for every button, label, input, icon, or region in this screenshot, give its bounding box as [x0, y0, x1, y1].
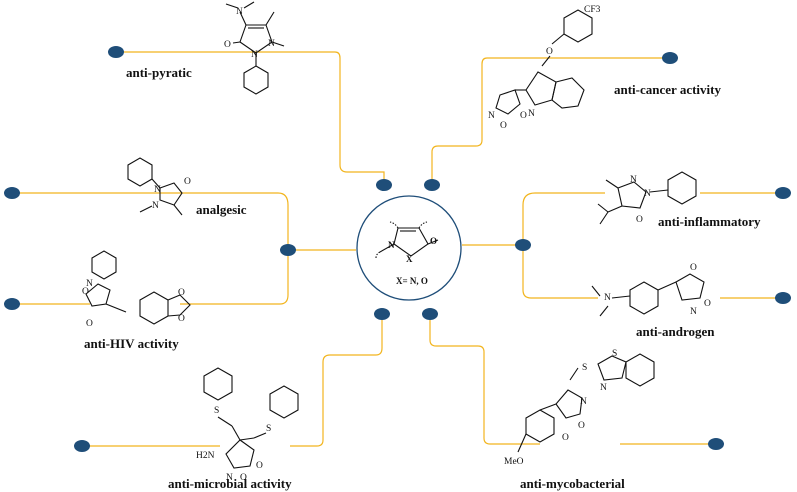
svg-text:N: N — [604, 293, 611, 303]
central-core: N X O X= N, O — [356, 195, 462, 301]
structure-anti-cancer: CF3 O N N O O — [488, 5, 601, 131]
label-anti-inflammatory: anti-inflammatory — [658, 214, 761, 229]
svg-text:O: O — [546, 47, 553, 57]
node-anti-microbial-end — [74, 440, 90, 452]
svg-text:O: O — [178, 314, 185, 324]
core-n-atom: N — [388, 240, 395, 250]
svg-text:N: N — [226, 473, 233, 483]
structure-analgesic: O N N — [127, 157, 191, 216]
svg-text:O: O — [636, 215, 643, 225]
core-x-atom: X — [406, 254, 413, 264]
svg-text:O: O — [690, 263, 697, 273]
svg-text:S: S — [266, 424, 271, 434]
svg-text:N: N — [600, 383, 607, 393]
node-anti-androgen-end — [775, 292, 791, 304]
node-anti-cancer — [662, 52, 678, 64]
node-bottom-left-center — [374, 308, 390, 320]
structure-anti-pyratic: N O N N — [224, 1, 285, 95]
svg-text:O: O — [704, 299, 711, 309]
node-left-junction — [280, 244, 296, 256]
core-caption: X= N, O — [396, 276, 428, 286]
svg-text:N: N — [251, 50, 258, 60]
node-right-junction — [515, 239, 531, 251]
svg-text:H2N: H2N — [196, 451, 215, 461]
structure-anti-mycobacterial: S S N N O O MeO — [504, 349, 655, 467]
application-labels: anti-pyratic anti-cancer activity analge… — [84, 65, 761, 491]
svg-text:O: O — [240, 473, 247, 483]
label-anti-pyratic: anti-pyratic — [126, 65, 192, 80]
node-bottom-right-center — [422, 308, 438, 320]
node-top-right-center — [424, 179, 440, 191]
structure-anti-hiv: O N O O O — [82, 250, 191, 329]
node-anti-hiv-end — [4, 298, 20, 310]
svg-text:S: S — [214, 406, 219, 416]
svg-text:O: O — [520, 111, 527, 121]
structure-anti-androgen: N O O N — [591, 263, 711, 317]
svg-text:N: N — [488, 111, 495, 121]
svg-text:N: N — [236, 7, 243, 17]
node-analgesic-end — [4, 187, 20, 199]
svg-text:S: S — [582, 363, 587, 373]
svg-text:O: O — [224, 40, 231, 50]
core-circle — [356, 195, 462, 301]
structure-anti-inflammatory: N N O — [597, 171, 697, 225]
svg-text:S: S — [612, 349, 617, 359]
svg-text:O: O — [256, 461, 263, 471]
label-anti-mycobacterial: anti-mycobacterial — [520, 476, 625, 491]
svg-text:O: O — [82, 287, 89, 297]
svg-text:N: N — [154, 185, 161, 195]
label-anti-hiv: anti-HIV activity — [84, 336, 179, 351]
node-anti-mycobacterial-end — [708, 438, 724, 450]
connector-lines — [12, 51, 783, 447]
svg-text:N: N — [630, 175, 637, 185]
svg-text:MeO: MeO — [504, 457, 524, 467]
svg-text:N: N — [268, 39, 275, 49]
svg-text:N: N — [644, 189, 651, 199]
node-anti-pyratic — [108, 46, 124, 58]
svg-text:N: N — [152, 201, 159, 211]
svg-text:O: O — [500, 121, 507, 131]
label-anti-androgen: anti-androgen — [636, 324, 715, 339]
svg-text:O: O — [178, 288, 185, 298]
label-anti-cancer: anti-cancer activity — [614, 82, 721, 97]
connector-nodes — [4, 46, 791, 452]
label-anti-microbial: anti-microbial activity — [168, 476, 292, 491]
svg-text:O: O — [578, 421, 585, 431]
svg-text:N: N — [580, 397, 587, 407]
svg-text:O: O — [86, 319, 93, 329]
svg-text:O: O — [562, 433, 569, 443]
svg-text:CF3: CF3 — [584, 5, 601, 15]
core-o-atom: O — [430, 236, 437, 246]
node-top-left-center — [376, 179, 392, 191]
svg-text:N: N — [86, 279, 93, 289]
label-analgesic: analgesic — [196, 202, 247, 217]
svg-text:O: O — [184, 177, 191, 187]
node-anti-inflammatory-end — [775, 187, 791, 199]
svg-text:N: N — [528, 109, 535, 119]
svg-text:N: N — [690, 307, 697, 317]
structure-anti-microbial: S S H2N N O O — [196, 367, 299, 483]
